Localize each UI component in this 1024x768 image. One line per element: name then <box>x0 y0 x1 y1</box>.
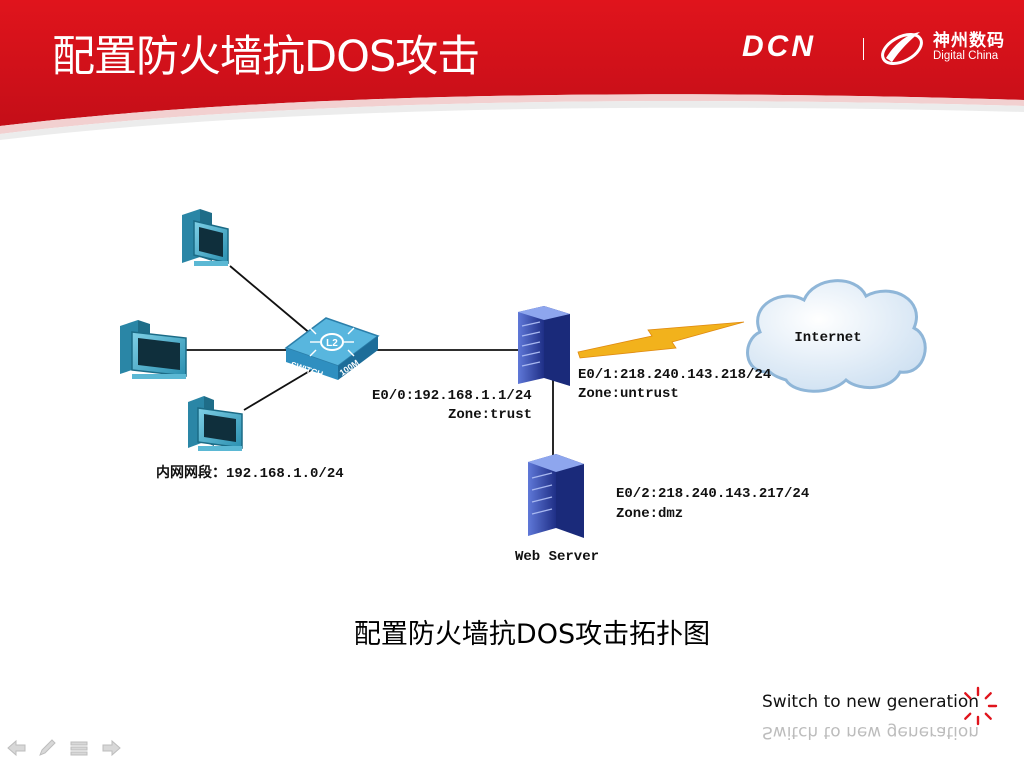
e2-ip-label: E0/2:218.240.143.217/24 <box>616 486 809 502</box>
diagram-caption: 配置防火墙抗DOS攻击拓扑图 <box>353 619 711 650</box>
e0-ip-label: E0/0:192.168.1.1/24 <box>372 388 532 404</box>
internet-cloud-icon: Internet <box>746 279 927 393</box>
e2-zone-label: Zone:dmz <box>616 506 683 522</box>
firewall-icon <box>518 306 570 386</box>
dcn-logo-text: DCN <box>742 30 816 63</box>
web-server-label: Web Server <box>515 549 599 565</box>
web-server-icon <box>528 454 584 538</box>
link-pc1-switch <box>229 265 319 341</box>
header-banner <box>0 0 1024 140</box>
l2-switch-icon: L2 SWITCH 100M <box>284 317 380 380</box>
pc-icon <box>182 209 229 266</box>
network-links <box>186 265 554 458</box>
digital-china-mark-icon <box>881 32 923 65</box>
link-pc3-switch <box>243 365 319 411</box>
e0-zone-label: Zone:trust <box>448 407 532 423</box>
prev-arrow-icon[interactable] <box>6 738 28 758</box>
next-arrow-icon[interactable] <box>100 738 122 758</box>
pen-icon[interactable] <box>36 738 58 758</box>
pc-icon <box>120 320 187 379</box>
logo-divider <box>863 38 864 60</box>
brand-name-cn: 神州数码 <box>933 31 1005 51</box>
menu-icon[interactable] <box>68 738 90 758</box>
switch-badge: L2 <box>326 338 338 349</box>
company-logo: DCN 神州数码 Digital China <box>722 18 1012 74</box>
brand-name-en: Digital China <box>933 50 999 62</box>
lightning-link-icon <box>577 321 745 359</box>
lan-segment-label: 内网网段：192.168.1.0/24 <box>156 464 344 482</box>
e1-ip-label: E0/1:218.240.143.218/24 <box>578 367 771 383</box>
slideshow-nav <box>6 738 136 758</box>
slide-title: 配置防火墙抗DOS攻击 <box>52 32 480 82</box>
sunburst-icon <box>964 686 998 726</box>
internet-label: Internet <box>794 330 861 346</box>
slogan-reflection: Switch to new generation <box>762 722 980 742</box>
pc-icon <box>188 396 243 451</box>
e1-zone-label: Zone:untrust <box>578 386 679 402</box>
slogan: Switch to new generation <box>762 692 980 712</box>
